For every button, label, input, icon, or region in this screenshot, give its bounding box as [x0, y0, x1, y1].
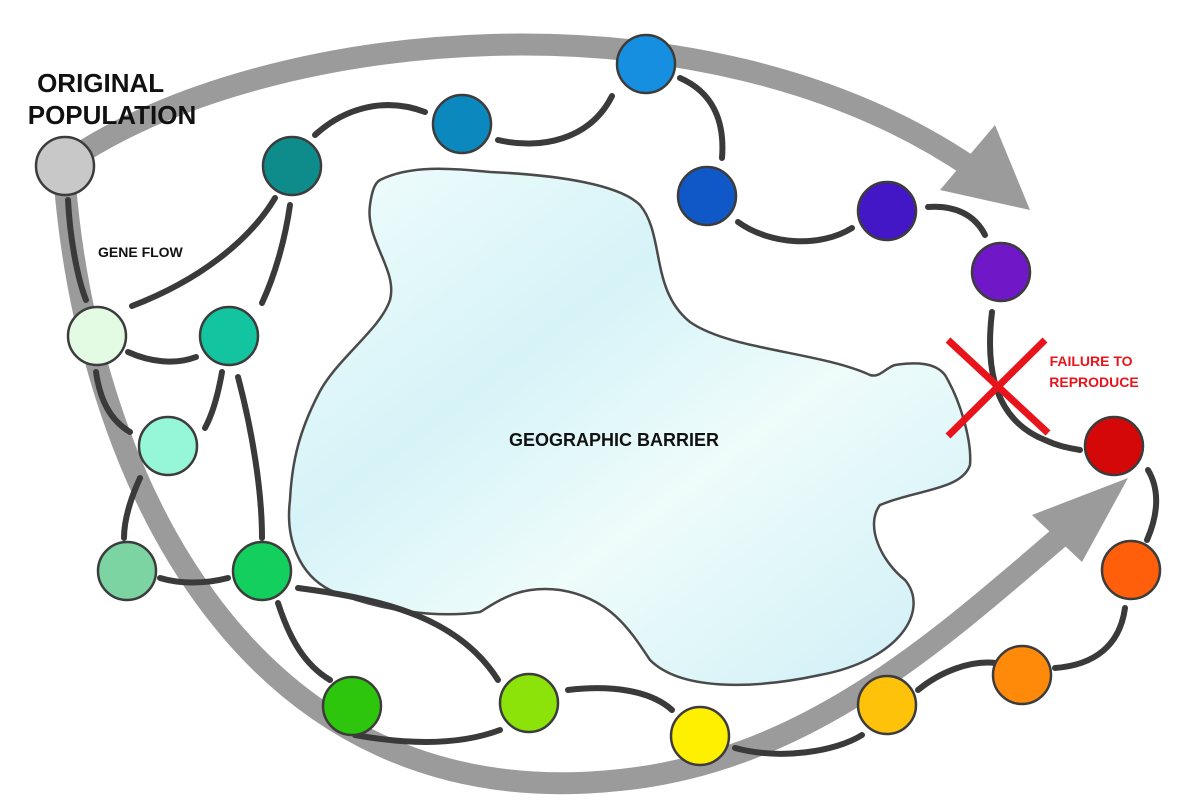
- failure-cross-stroke-2: [945, 337, 1048, 439]
- link-south2-south3: [565, 685, 675, 713]
- upper-migration-arrow: [63, 33, 1030, 210]
- link-west3-west4: [121, 475, 143, 541]
- gene-flow-label: GENE FLOW: [98, 244, 184, 260]
- population-north-2: [431, 93, 493, 155]
- link-west5-south1: [275, 600, 333, 683]
- link-original-west1: [65, 197, 89, 303]
- link-north5-north6: [925, 203, 988, 238]
- population-south-5: [991, 644, 1053, 706]
- failure-line-2: REPRODUCE: [1049, 374, 1138, 390]
- population-west-2: [198, 305, 260, 367]
- failure-line-1: FAILURE TO: [1050, 353, 1133, 369]
- link-north6-red: [987, 309, 1083, 453]
- link-west5-south2: [295, 585, 501, 683]
- link-west1-west3: [93, 369, 133, 435]
- population-south-6: [1100, 539, 1162, 601]
- population-nodes: [34, 33, 1162, 767]
- population-north-1: [261, 135, 323, 197]
- link-west1-north1: [129, 195, 278, 309]
- population-south-1: [321, 675, 383, 737]
- population-north-3: [615, 33, 677, 95]
- population-south-2: [498, 672, 560, 734]
- link-north4-north5: [735, 219, 855, 245]
- upper-arrow-shaft: [63, 33, 982, 180]
- population-north-4: [676, 165, 738, 227]
- failure-to-reproduce-label: FAILURE TO REPRODUCE: [1049, 353, 1138, 390]
- link-north2-north3: [495, 93, 615, 147]
- link-north3-north4: [677, 75, 726, 161]
- original-population-line-2: POPULATION: [28, 100, 197, 130]
- population-west-1: [66, 305, 128, 367]
- geographic-barrier-label: GEOGRAPHIC BARRIER: [509, 430, 719, 450]
- population-south-4: [856, 674, 918, 736]
- link-west1-west2: [125, 349, 199, 365]
- population-north-6: [970, 241, 1032, 303]
- original-population-line-1: ORIGINAL: [37, 68, 164, 98]
- population-west-5: [231, 540, 293, 602]
- link-south5-south6: [1052, 605, 1128, 671]
- link-north1-north2: [312, 102, 428, 138]
- lower-arrow-head: [1032, 478, 1128, 562]
- link-south1-south2: [352, 727, 503, 745]
- geographic-barrier-shape: [287, 167, 972, 687]
- population-west-3: [137, 415, 199, 477]
- population-south-3: [669, 705, 731, 767]
- link-west2-north1: [259, 202, 293, 306]
- link-west2-west3: [202, 369, 225, 431]
- link-south3-south4: [732, 732, 865, 757]
- population-west-4: [96, 540, 158, 602]
- link-west2-west5: [235, 374, 265, 541]
- population-links: [65, 75, 1160, 757]
- original-population-label: ORIGINAL POPULATION: [28, 68, 197, 130]
- link-west4-west5: [157, 575, 231, 586]
- lower-arrow-shaft: [54, 184, 1088, 795]
- failure-cross-icon: [945, 337, 1051, 439]
- lower-migration-arrow: [54, 184, 1128, 795]
- population-original: [34, 135, 96, 197]
- upper-arrow-head: [940, 125, 1030, 210]
- link-south4-south5: [915, 659, 999, 693]
- population-north-5: [856, 180, 918, 242]
- link-south6-red: [1144, 467, 1160, 543]
- population-end-red: [1083, 415, 1145, 477]
